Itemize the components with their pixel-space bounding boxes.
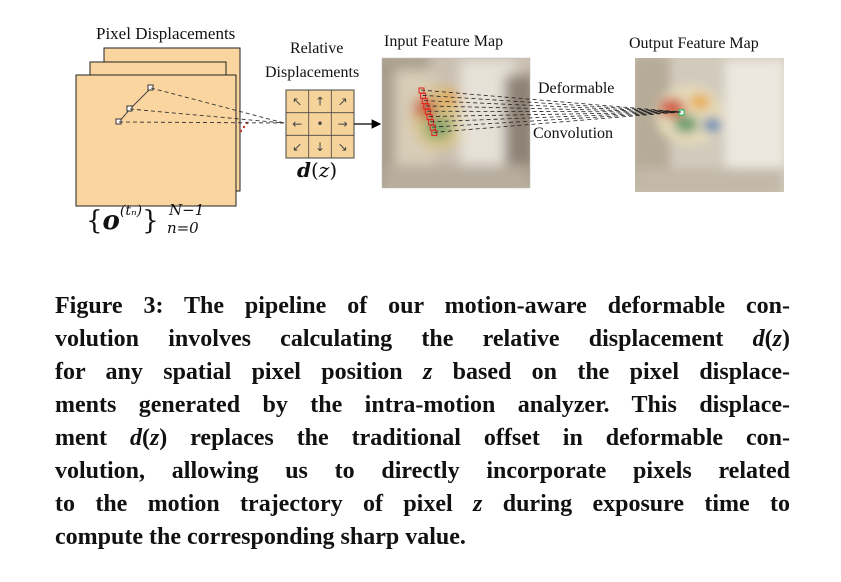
caption-text: ) <box>782 326 790 352</box>
caption-line: Figure 3: The pipeline of our motion-awa… <box>55 290 790 323</box>
caption-text: during exposure time to <box>482 491 791 517</box>
lower-limit: n=0 <box>166 219 199 237</box>
input-feature-map-label: Input Feature Map <box>384 33 504 50</box>
caption-text: z <box>422 359 433 385</box>
caption-text: d <box>752 326 765 352</box>
upper-limit: N−1 <box>168 201 205 219</box>
caption-text: volution, allowing us to directly incorp… <box>55 458 790 484</box>
grid-arrow-icon: • <box>316 117 323 131</box>
convolution-line <box>420 89 682 113</box>
caption-text: ments generated by the intra-motion anal… <box>55 392 790 418</box>
caption-text: for any spatial pixel position <box>55 359 423 385</box>
output-feature-map-label: Output Feature Map <box>629 35 759 52</box>
convolution-label: Convolution <box>532 125 615 143</box>
output-feature-map-image <box>635 58 784 192</box>
convolution-line <box>428 111 682 117</box>
deformable-label: Deformable <box>537 80 616 98</box>
trajectory-point <box>147 84 154 91</box>
grid-arrow-icon: ↖ <box>292 95 302 109</box>
caption-text: ment <box>55 425 130 451</box>
vector-o: o <box>102 206 120 236</box>
ellipsis-dot <box>242 125 246 129</box>
projection-line <box>129 108 285 124</box>
relative-displacement-grid: ↖ ↑ ↗ ← • → ↙ ↓ ↘ <box>285 89 355 159</box>
grid-arrow-icon: ↓ <box>315 140 325 154</box>
trajectory-point <box>115 118 122 125</box>
grid-arrow-icon: ↙ <box>292 140 302 154</box>
caption-text: compute the corresponding sharp value. <box>55 524 466 550</box>
pixel-displacements-label: Pixel Displacements <box>96 24 236 43</box>
caption-text: volution involves calculating the relati… <box>55 326 753 352</box>
caption-text: to the motion trajectory of pixel <box>55 491 474 517</box>
relative-label: Relative <box>290 40 344 57</box>
close-brace: } <box>142 206 159 236</box>
sampling-point-box <box>431 129 438 136</box>
pipeline-diagram: ↖ ↑ ↗ ← • → ↙ ↓ ↘ <box>75 47 784 207</box>
input-feature-map-image <box>382 58 530 188</box>
grid-arrow-icon: → <box>338 117 348 131</box>
convolution-line <box>424 100 682 113</box>
convolution-line <box>427 110 682 113</box>
caption-line: volution, allowing us to directly incorp… <box>55 455 790 488</box>
caption-text: ( <box>764 326 773 352</box>
convolution-line <box>433 111 682 133</box>
grid-arrow-icon: ← <box>292 117 302 131</box>
caption-text: Figure 3: The pipeline of our motion-awa… <box>55 293 790 319</box>
figure-caption: Figure 3: The pipeline of our motion-awa… <box>55 290 790 554</box>
convolution-lines <box>420 89 682 133</box>
grid-arrow-icon: ↘ <box>338 140 348 154</box>
displacement-set-notation: {o(tₙ)} N−1 n=0 <box>86 201 217 246</box>
caption-line: ments generated by the intra-motion anal… <box>55 389 790 422</box>
caption-text: ( <box>141 425 150 451</box>
projection-line <box>150 87 285 124</box>
caption-text: z <box>473 491 483 517</box>
pixel-layer-front <box>75 74 237 207</box>
displacements-label: Displacements <box>265 64 360 81</box>
caption-line: compute the corresponding sharp value. <box>55 521 790 554</box>
caption-text: based on the pixel displace- <box>432 359 791 385</box>
pixel-displacement-stack <box>75 47 285 207</box>
caption-line: ment d(z) replaces the traditional offse… <box>55 422 790 455</box>
convolution-line <box>422 94 682 113</box>
caption-line: volution involves calculating the relati… <box>55 323 790 356</box>
convolution-line <box>425 105 682 113</box>
grid-arrow-icon: ↑ <box>315 95 325 109</box>
open-brace: { <box>86 206 103 236</box>
grid-arrow-icon: ↗ <box>338 95 348 109</box>
caption-text: d <box>129 425 142 451</box>
trajectory-point <box>126 105 133 112</box>
dz-symbol: d(z) <box>297 158 338 182</box>
caption-text: z <box>772 326 782 352</box>
caption-line: to the motion trajectory of pixel z duri… <box>55 488 790 521</box>
ellipsis-dot <box>239 129 243 133</box>
caption-text: z <box>149 425 160 451</box>
caption-text: ) replaces the traditional offset in def… <box>159 425 791 451</box>
superscript-tn: (tₙ) <box>119 203 143 220</box>
caption-line: for any spatial pixel position z based o… <box>55 356 790 389</box>
pipeline-figure: ↖ ↑ ↗ ← • → ↙ ↓ ↘ <box>0 0 841 260</box>
